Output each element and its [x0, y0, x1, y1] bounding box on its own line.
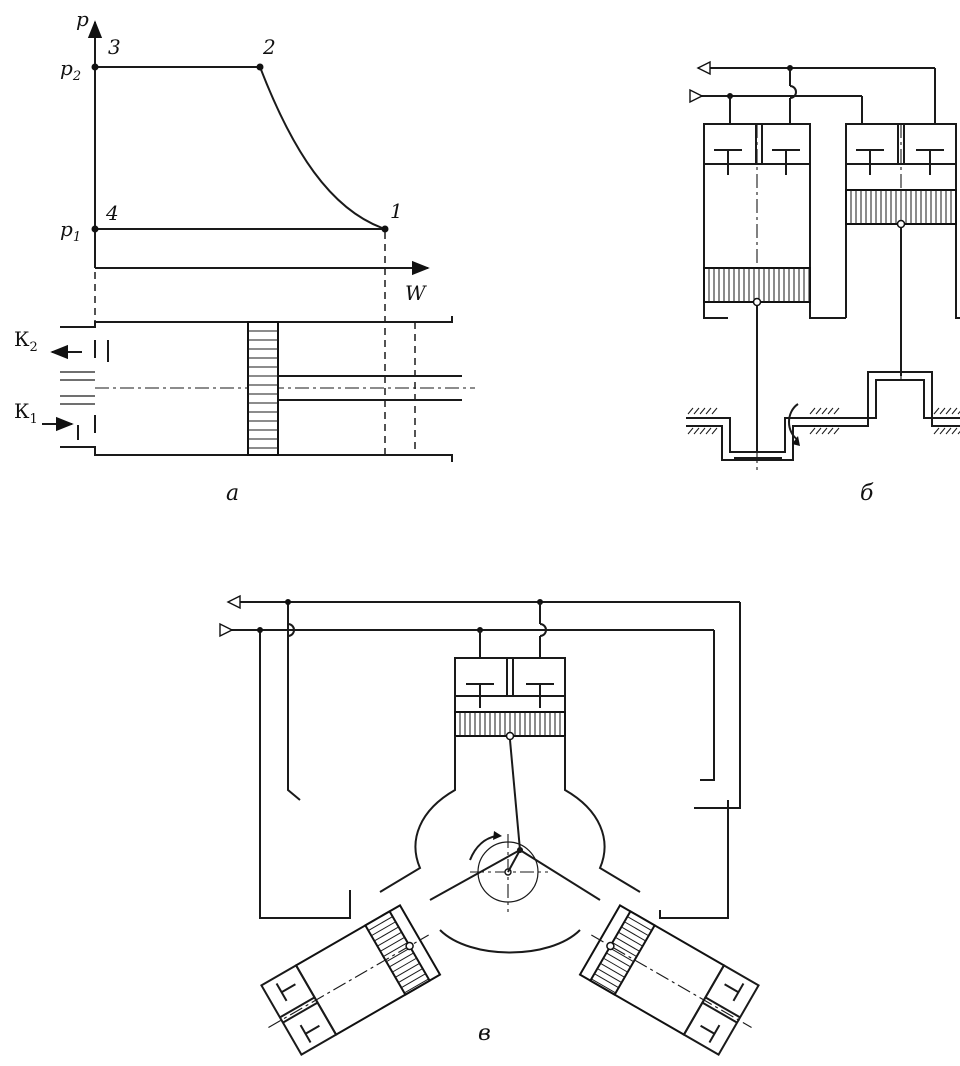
point-1: [381, 225, 389, 233]
crank-c: [429, 739, 601, 912]
outlet-arrow-b: [696, 60, 711, 76]
cylinder-b2: [845, 123, 960, 380]
label-pt4: 4: [105, 201, 119, 225]
panel-b: б: [686, 60, 960, 506]
caption-c: в: [478, 1021, 491, 1046]
label-pt2: 2: [262, 35, 276, 59]
axis-p-label: p: [76, 7, 89, 31]
housing-c: [379, 736, 641, 954]
inlet-arrow-b: [689, 88, 704, 104]
cylinder-c-top: [454, 657, 566, 741]
panel-c: в: [219, 594, 760, 1057]
point-3: [91, 63, 99, 71]
caption-b: б: [860, 481, 874, 506]
label-k2: К2: [14, 327, 38, 355]
inlet-arrow-c: [219, 622, 234, 638]
label-p1: p1: [60, 217, 81, 245]
label-pt3: 3: [108, 35, 121, 59]
point-4: [91, 225, 99, 233]
outlet-arrow-c: [226, 594, 241, 610]
label-pt1: 1: [390, 199, 403, 223]
label-p2: p2: [60, 56, 81, 84]
cylinder-b1: [703, 123, 846, 470]
cylinder-a: [60, 316, 475, 462]
cylinder-c-left: [260, 903, 442, 1057]
crankshaft-b: [686, 371, 960, 461]
label-k1: К1: [14, 399, 38, 427]
cylinder-c-right: [578, 903, 760, 1057]
cycle-curve-2-1: [259, 66, 386, 230]
axis-w-label: W: [405, 281, 427, 305]
point-2: [256, 63, 264, 71]
caption-a: а: [226, 481, 239, 506]
rotation-arrow-b: [788, 403, 799, 441]
panel-a: p W 3 2 4 1 p2 p1: [14, 7, 475, 506]
